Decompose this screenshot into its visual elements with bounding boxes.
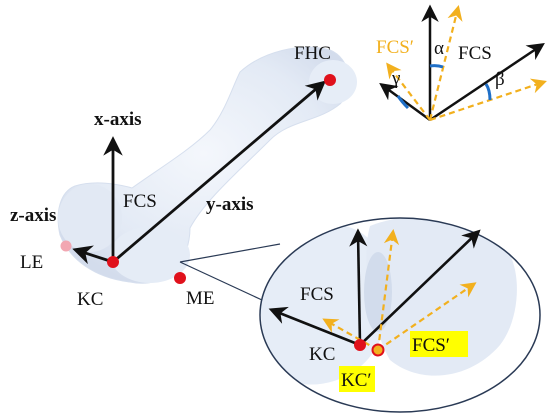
zoom-fcs-prime-label: FCS′ (412, 335, 450, 356)
zoom-inset: FCS KC KC′ FCS′ (259, 217, 541, 413)
fcs-label: FCS (123, 191, 157, 212)
zoom-kc-label: KC (309, 344, 335, 365)
zoom-condyle-right (366, 218, 517, 376)
beta-arc (484, 83, 492, 101)
y-axis-arrow (112, 80, 326, 264)
shifted-axis-3 (386, 62, 431, 121)
rotation-angle-inset: FCS′ FCS α β γ (376, 4, 547, 122)
femoral-coordinate-system (72, 80, 326, 265)
zoom-z-axis (268, 306, 361, 347)
zoom-kc-prime-label: KC′ (341, 370, 372, 391)
kc-prime-highlight (339, 366, 375, 392)
zoom-y-axis (359, 229, 481, 346)
original-axis-2 (429, 43, 545, 122)
zoom-callout-pointer (179, 243, 281, 301)
me-label: ME (186, 288, 215, 309)
zoom-notch-shadow (364, 252, 392, 332)
le-label: LE (20, 252, 43, 273)
alpha-arc (429, 64, 444, 69)
original-axis-3 (379, 82, 431, 122)
alpha-label: α (434, 38, 444, 59)
fhc-landmark (324, 74, 336, 86)
fcs-inset-label: FCS (458, 43, 492, 64)
gamma-arc (396, 95, 410, 110)
fcs-prime-highlight (410, 331, 468, 357)
gamma-label: γ (391, 68, 400, 89)
x-axis-label: x-axis (94, 109, 142, 130)
fhc-label: FHC (294, 43, 331, 64)
zoom-kc-landmark (354, 339, 366, 351)
y-axis-label: y-axis (206, 194, 254, 215)
me-landmark (174, 272, 186, 284)
shifted-axis-2 (429, 78, 547, 122)
le-landmark (60, 240, 72, 252)
beta-label: β (495, 69, 505, 90)
zoom-x-axis (349, 228, 368, 346)
kc-label: KC (77, 289, 103, 310)
kc-landmark (107, 256, 119, 268)
zoom-shifted-z-axis (322, 318, 379, 351)
medial-condyle (110, 227, 190, 283)
zoom-kc-prime-landmark (371, 343, 385, 357)
zoom-inset-border (259, 217, 541, 413)
fcs-prime-label: FCS′ (376, 37, 414, 58)
zoom-fcs-label: FCS (300, 284, 334, 305)
lateral-condyle (58, 184, 122, 252)
z-axis-label: z-axis (10, 205, 56, 226)
z-axis-arrow (72, 245, 114, 265)
